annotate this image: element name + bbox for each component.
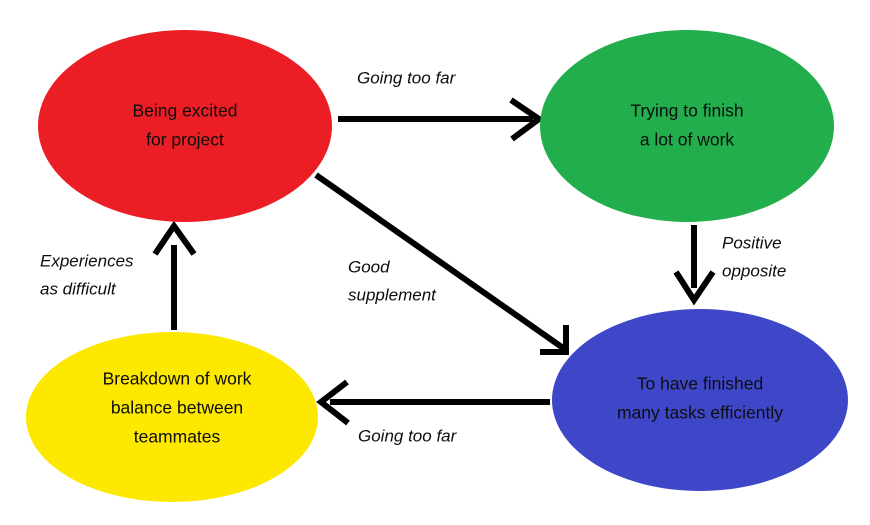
- node-being-excited-label-line2: for project: [146, 130, 224, 150]
- node-trying-to-finish-label-line1: Trying to finish: [630, 101, 743, 121]
- edge-good-supplement[interactable]: Good supplement: [314, 172, 569, 355]
- node-trying-to-finish-label-line2: a lot of work: [640, 130, 735, 150]
- edge-going-too-far-bottom-arrowhead: [316, 379, 350, 426]
- edge-good-supplement-arrowhead: [540, 325, 569, 355]
- node-to-have-finished-ellipse[interactable]: [552, 309, 848, 491]
- node-to-have-finished-label-line1: To have finished: [637, 374, 763, 394]
- edge-experiences-as-difficult-label-line2: as difficult: [40, 279, 117, 298]
- node-breakdown-label-line2: balance between: [111, 398, 243, 418]
- edge-positive-opposite-arrowhead: [673, 270, 716, 306]
- node-breakdown-ellipse[interactable]: [26, 332, 318, 502]
- node-breakdown-of-work-balance[interactable]: Breakdown of work balance between teamma…: [26, 332, 318, 502]
- edge-going-too-far-top-arrowhead: [509, 97, 545, 142]
- node-breakdown-label-line3: teammates: [134, 427, 221, 447]
- edge-positive-opposite-label-line2: opposite: [722, 261, 786, 280]
- node-trying-to-finish-ellipse[interactable]: [540, 30, 834, 222]
- edge-going-too-far-bottom-label: Going too far: [358, 426, 458, 445]
- edge-good-supplement-label-line2: supplement: [348, 285, 437, 304]
- edge-experiences-as-difficult-arrowhead: [152, 220, 197, 256]
- node-breakdown-label-line1: Breakdown of work: [103, 369, 252, 389]
- edge-good-supplement-line: [314, 172, 568, 353]
- edge-going-too-far-bottom[interactable]: Going too far: [316, 379, 550, 445]
- edge-experiences-as-difficult[interactable]: Experiences as difficult: [40, 220, 197, 330]
- edge-good-supplement-label-line1: Good: [348, 257, 390, 276]
- edge-experiences-as-difficult-label-line1: Experiences: [40, 251, 134, 270]
- node-to-have-finished-many-tasks-efficiently[interactable]: To have finished many tasks efficiently: [552, 309, 848, 491]
- edge-going-too-far-top[interactable]: Going too far: [338, 68, 545, 142]
- node-being-excited-ellipse[interactable]: [38, 30, 332, 222]
- edge-positive-opposite[interactable]: Positive opposite: [673, 225, 786, 306]
- edge-going-too-far-top-label: Going too far: [357, 68, 457, 87]
- node-to-have-finished-label-line2: many tasks efficiently: [617, 403, 783, 423]
- edge-positive-opposite-label-line1: Positive: [722, 233, 782, 252]
- node-trying-to-finish-a-lot-of-work[interactable]: Trying to finish a lot of work: [540, 30, 834, 222]
- node-being-excited-for-project[interactable]: Being excited for project: [38, 30, 332, 222]
- node-being-excited-label-line1: Being excited: [132, 101, 237, 121]
